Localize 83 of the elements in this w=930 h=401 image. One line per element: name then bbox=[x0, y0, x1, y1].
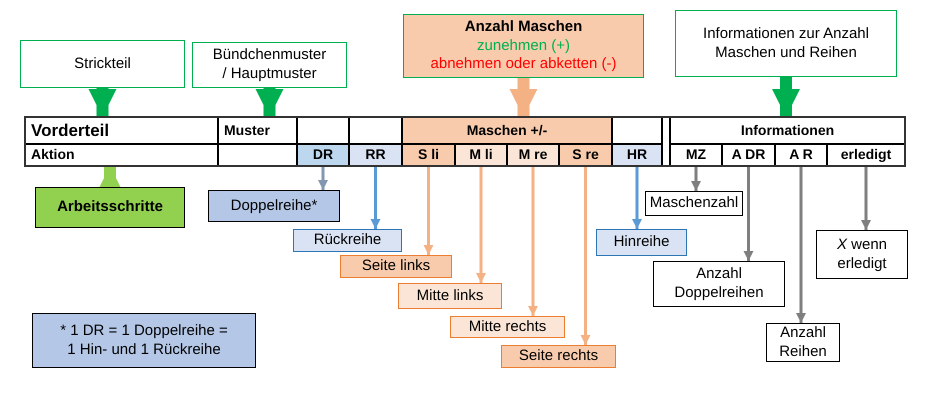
cell-text: Muster bbox=[224, 122, 270, 140]
header-cell bbox=[722, 144, 775, 166]
cell-text: M li bbox=[469, 146, 493, 164]
cell-text: A R bbox=[789, 146, 813, 164]
callout-box bbox=[20, 40, 185, 88]
header-cell bbox=[612, 144, 662, 166]
cell-text: S re bbox=[572, 146, 599, 164]
header-cell bbox=[827, 144, 905, 166]
header-cell bbox=[349, 144, 402, 166]
label-box bbox=[398, 283, 502, 309]
header-cell bbox=[25, 144, 218, 166]
label-box bbox=[645, 191, 743, 216]
label-box bbox=[816, 230, 908, 279]
header-cell bbox=[25, 117, 218, 144]
cell-text: M re bbox=[518, 146, 548, 164]
callout-text: Strickteil bbox=[74, 54, 131, 74]
header-cell bbox=[559, 144, 612, 166]
arrow bbox=[796, 166, 806, 323]
callout-box bbox=[192, 42, 347, 88]
note-box bbox=[32, 313, 256, 368]
cell-text: DR bbox=[312, 146, 334, 164]
cell-text: Vorderteil bbox=[31, 120, 110, 142]
callout-text: zunehmen (+) bbox=[477, 36, 570, 56]
label-text: Rückreihe bbox=[314, 231, 382, 250]
label-box bbox=[501, 345, 616, 368]
header-cell bbox=[670, 144, 722, 166]
label-box bbox=[208, 190, 340, 222]
block-arrow bbox=[88, 88, 116, 117]
header-cell bbox=[507, 144, 559, 166]
cell-text: A DR bbox=[732, 146, 766, 164]
arrow bbox=[318, 166, 328, 190]
label-box bbox=[293, 229, 402, 252]
label-text: Mitte links bbox=[416, 286, 484, 306]
step-box bbox=[35, 187, 185, 228]
header-cell bbox=[402, 117, 612, 144]
label-text: Anzahl Doppelreihen bbox=[673, 265, 765, 303]
arrow bbox=[632, 166, 642, 229]
label-box bbox=[340, 255, 452, 278]
cell-text: Informationen bbox=[740, 122, 834, 140]
label-box bbox=[450, 316, 565, 338]
arrow bbox=[861, 166, 871, 230]
label-box bbox=[766, 323, 840, 362]
arrow bbox=[744, 166, 754, 261]
label-box bbox=[653, 261, 785, 307]
cell-text: erledigt bbox=[840, 146, 892, 164]
label-text: Mitte rechts bbox=[468, 318, 546, 336]
cell-text: MZ bbox=[686, 146, 706, 164]
note-text: * 1 DR = 1 Doppelreihe = 1 Hin- und 1 Rückreihe bbox=[59, 322, 229, 360]
step-text: Arbeitsschritte bbox=[57, 198, 163, 217]
block-arrow bbox=[256, 88, 284, 117]
cell-text: Maschen +/- bbox=[466, 122, 548, 140]
cell-text: S li bbox=[418, 146, 439, 164]
header-cell bbox=[402, 144, 455, 166]
callout-text: abnehmen oder abketten (-) bbox=[430, 55, 616, 74]
header-cell bbox=[455, 144, 507, 166]
arrow bbox=[370, 166, 380, 229]
label-text: Seite links bbox=[362, 257, 430, 276]
callout-box bbox=[675, 10, 897, 77]
cell-text: Aktion bbox=[31, 146, 75, 164]
arrow bbox=[528, 166, 538, 316]
block-arrow bbox=[510, 78, 538, 117]
label-text: Seite rechts bbox=[518, 347, 598, 366]
header-cell bbox=[218, 117, 297, 144]
label-box bbox=[596, 229, 687, 256]
label-text: Anzahl Reihen bbox=[778, 324, 828, 362]
arrow bbox=[580, 166, 590, 345]
label-text: Hinreihe bbox=[614, 233, 670, 252]
callout-box bbox=[403, 14, 644, 78]
label-text: Doppelreihe* bbox=[230, 196, 318, 216]
cell-text: HR bbox=[626, 146, 648, 164]
callout-text: Anzahl Maschen bbox=[464, 18, 582, 37]
callout-text: Bündchenmuster / Hauptmuster bbox=[212, 46, 326, 84]
arrow bbox=[424, 166, 434, 255]
header-cell bbox=[775, 144, 827, 166]
header-cell bbox=[670, 117, 905, 144]
callout-text: Informationen zur Anzahl Maschen und Reihen bbox=[702, 24, 870, 62]
cell-text: RR bbox=[365, 146, 386, 164]
label-text: X wenn erledigt bbox=[836, 236, 888, 274]
arrow bbox=[691, 166, 701, 191]
arrow bbox=[476, 166, 486, 283]
header-cell bbox=[297, 144, 349, 166]
block-arrow bbox=[772, 77, 800, 117]
label-text: Maschenzahl bbox=[650, 194, 738, 213]
